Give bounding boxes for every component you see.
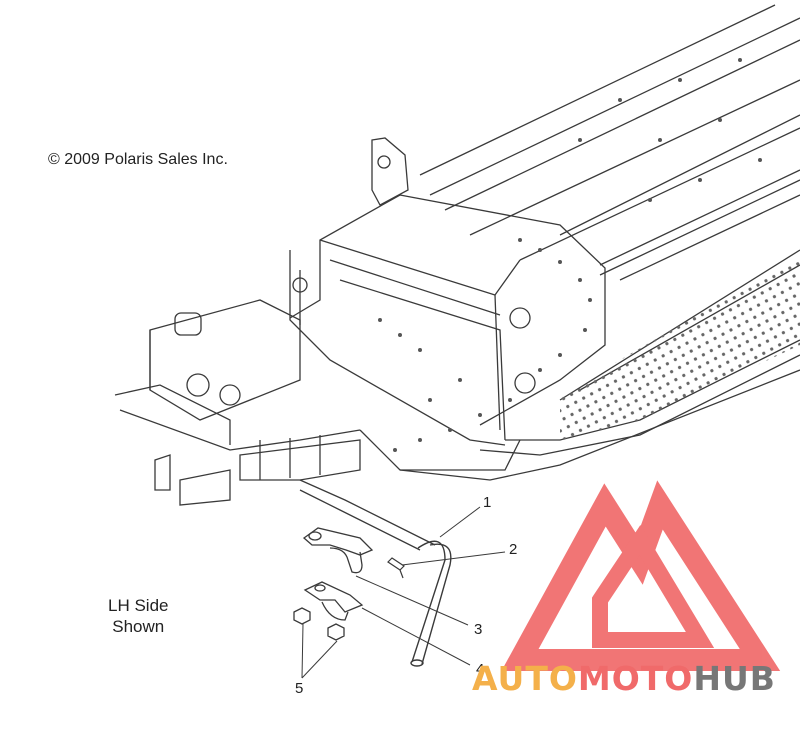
watermark-hub: HUB (693, 659, 776, 698)
side-note-line1: LH Side (108, 596, 169, 615)
callout-4: 4 (476, 661, 485, 678)
watermark-logo (501, 480, 781, 671)
watermark-text: AUTOMOTOHUB (472, 659, 776, 698)
clamp-lower-part (303, 581, 364, 621)
perforated-panel (560, 255, 800, 440)
side-note: LH Side Shown (108, 595, 168, 637)
clamp-upper-part (302, 527, 374, 574)
rivet-dots (378, 58, 762, 452)
side-note-line2: Shown (112, 617, 165, 636)
tunnel-frame (114, 4, 800, 551)
callout-2: 2 (509, 541, 518, 558)
leader-lines (301, 506, 506, 679)
watermark-auto: AUTO (472, 659, 578, 698)
copyright-text: © 2009 Polaris Sales Inc. (48, 151, 228, 168)
watermark-moto: MOTO (577, 659, 694, 698)
pin-part (387, 557, 405, 579)
callout-5: 5 (295, 680, 304, 697)
callout-3: 3 (474, 621, 483, 638)
callout-1: 1 (483, 494, 492, 511)
nut-parts (293, 607, 345, 641)
